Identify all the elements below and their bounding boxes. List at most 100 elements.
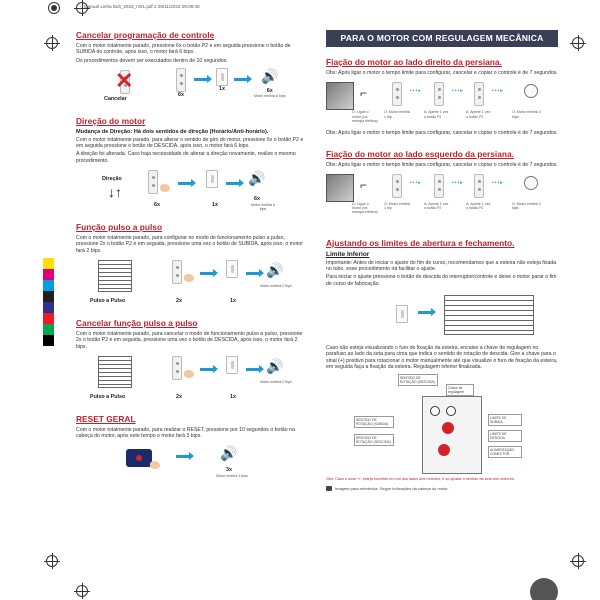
limits-section: Ajustando os limites de abertura e fecha… xyxy=(326,238,558,492)
pulse-section: Função pulso a pulso Com o motor totalme… xyxy=(76,222,306,312)
remote-icon xyxy=(434,173,444,198)
hand-icon xyxy=(184,273,194,282)
paragraph: Com o motor totalmente parado, para canc… xyxy=(76,330,303,350)
section-heading: Mudança de Direção: Há dois sentidos de … xyxy=(76,128,269,135)
step-1x xyxy=(206,170,218,189)
speaker-icon: 🔊 xyxy=(248,170,266,187)
swatch xyxy=(43,324,54,335)
caption: O: Motor emitirá 3 bips xyxy=(512,110,541,119)
step-1x: 1x xyxy=(216,67,228,92)
speaker-icon: 🔊 xyxy=(261,67,279,84)
caption: A: Aperte 1 vez o botão P2 xyxy=(424,201,449,211)
paragraph: Obs: Após ligar o motor o tempo limite p… xyxy=(326,130,558,137)
caption: O: Motor emitirá 3 bips xyxy=(512,201,541,211)
registration-mark-top-left xyxy=(46,0,62,16)
swatch xyxy=(43,269,54,280)
cancel-illustration: ✕ Cancelar 6x 1x 🔊 6x Motor emitirá 6 bi… xyxy=(76,67,306,108)
remote-icon xyxy=(148,170,158,195)
step-1x xyxy=(226,259,238,278)
step-remote xyxy=(474,82,484,107)
caption: O: Ligue o motor (na energia elétrica) xyxy=(352,201,378,215)
arrow-icon xyxy=(200,364,218,373)
label-limit-down: LIMITE DE DESCIDA xyxy=(488,430,522,443)
cancel-pulse-illustration: Pulso a Pulso 2x 1x 🔊 Motor emitirá 2 bi… xyxy=(76,354,306,408)
note-text: Imagem para referência. Seguir indicaçõe… xyxy=(335,486,449,492)
hand-icon xyxy=(160,184,170,193)
section-subtitle: Limite Inferior xyxy=(326,250,370,258)
screw-icon xyxy=(446,406,456,417)
step-count: 6x xyxy=(266,87,273,94)
arrow-icon xyxy=(194,74,212,83)
camera-icon xyxy=(326,486,332,492)
step-label: Cancelar xyxy=(104,95,127,102)
section-title: Função pulso a pulso xyxy=(76,222,163,233)
blind-image xyxy=(444,295,534,336)
registration-mark-left-bottom xyxy=(44,553,60,569)
label-power-connector: ALIMENTAÇÃO CONECTOR xyxy=(488,446,522,459)
dotted-arrow-icon: •••▸ xyxy=(492,179,504,186)
cancel-programming-section: Cancelar programação de controle Com o m… xyxy=(76,30,306,108)
paragraph: Caso não esteja visualizando o furo de f… xyxy=(326,345,558,370)
file-header: Manual Linha Bolt_2023_rv01.pdf 2 28/11/… xyxy=(84,4,200,9)
switch-icon xyxy=(226,259,238,278)
registration-mark-right-bottom xyxy=(570,553,586,569)
hand-icon xyxy=(150,461,160,470)
step-count: 3x xyxy=(226,467,232,474)
crop-corner-mark xyxy=(530,578,558,600)
caption: Motor emitirá 6 bips xyxy=(251,203,275,212)
cross-icon: ✕ xyxy=(115,67,134,93)
cancel-pulse-section: Cancelar função pulso a pulso Com o moto… xyxy=(76,318,306,408)
remote-icon xyxy=(392,82,402,107)
motor-photo xyxy=(326,173,354,202)
paragraph: Com o motor totalmente parado, pressione… xyxy=(76,43,291,56)
step-count: 6x xyxy=(178,91,184,98)
pulse-illustration: Pulso a Pulso 2x 1x 🔊 Motor emitirá 2 bi… xyxy=(76,258,306,312)
step-remote xyxy=(392,82,402,107)
step-count: 6x xyxy=(254,196,260,203)
swatch xyxy=(43,302,54,313)
step-2x xyxy=(172,259,182,284)
paragraph: Importante: Antes de iniciar o ajuste do… xyxy=(326,259,557,273)
step-remote xyxy=(392,173,402,198)
paragraph: Com o motor totalmente parado, para conf… xyxy=(76,235,303,254)
left-column: Cancelar programação de controle Com o m… xyxy=(76,30,306,497)
swatch xyxy=(43,335,54,346)
adjust-key-icon xyxy=(442,422,454,435)
right-wiring-section: Fiação do motor ao lado direito da persi… xyxy=(326,57,558,137)
switch-icon xyxy=(226,355,238,374)
remote-icon xyxy=(474,173,484,198)
screw-icon xyxy=(430,406,440,417)
step-count: 1x xyxy=(230,297,236,304)
caption: Motor emitirá 2 bips xyxy=(260,379,292,384)
remote-icon xyxy=(176,67,186,92)
remote-icon xyxy=(434,82,444,107)
section-banner: PARA O MOTOR COM REGULAGEM MECÂNICA xyxy=(326,30,558,47)
speaker-icon: 🔊 xyxy=(220,445,238,462)
arrow-icon xyxy=(226,179,244,188)
direction-section: Direção do motor Mudança de Direção: Há … xyxy=(76,116,306,214)
direction-illustration: Direção ↓↑ 6x 1x 🔊 6x Motor emitirá 6 bi… xyxy=(76,168,306,214)
step-label: Pulso a Pulso xyxy=(90,393,126,400)
arrow-icon xyxy=(176,452,194,461)
paragraph: A direção foi alterada. Caso haja necess… xyxy=(76,151,296,164)
print-color-bar xyxy=(43,258,54,346)
dotted-arrow-icon: •••▸ xyxy=(452,88,464,95)
step-6x xyxy=(148,170,158,195)
section-title: Cancelar função pulso a pulso xyxy=(76,317,198,328)
motor-head-diagram: SENTIDO DE ROTAÇÃO (DESCIDA) Chave de re… xyxy=(326,374,558,475)
caption: Motor emitirá 6 bips xyxy=(254,93,286,98)
label-rotation-down-2: SENTIDO DE ROTAÇÃO (DESCIDA) xyxy=(354,434,394,447)
limit-illustration xyxy=(326,291,558,339)
section-title: Cancelar programação de controle xyxy=(76,30,215,40)
step-count: 1x xyxy=(219,85,225,92)
caption: A: Aperte 1 vez o botão P2 xyxy=(466,201,491,211)
speaker-circle-icon xyxy=(524,84,538,99)
adjust-key-icon xyxy=(438,444,450,457)
switch-icon xyxy=(216,67,228,86)
motor-photo xyxy=(326,82,354,111)
caption: Motor emitirá 2 bips xyxy=(260,283,292,288)
blind-image xyxy=(98,355,132,388)
right-column: PARA O MOTOR COM REGULAGEM MECÂNICA Fiaç… xyxy=(326,30,558,492)
dotted-arrow-icon: •••▸ xyxy=(452,179,464,186)
arrow-icon xyxy=(234,74,252,83)
